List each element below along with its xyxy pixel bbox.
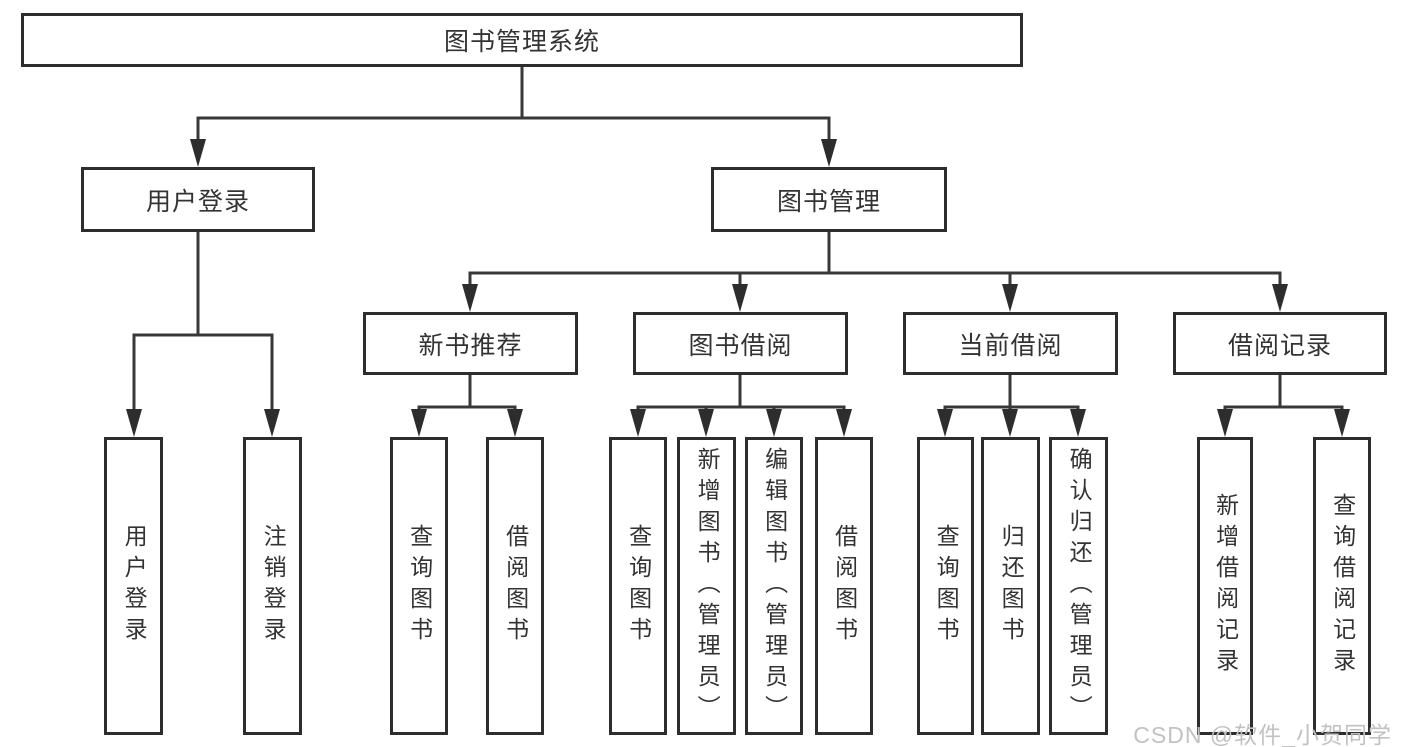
node-label: 用户登录 [121, 524, 148, 648]
leaf-user-login: 用户登录 [104, 437, 163, 735]
leaf-query-borrow-record: 查询借阅记录 [1313, 437, 1371, 735]
node-borrowing-records: 借阅记录 [1173, 312, 1387, 375]
node-label: 新增借阅记录 [1212, 493, 1239, 679]
node-user-login: 用户登录 [81, 167, 315, 232]
leaf-confirm-return-admin: 确认归还（管理员） [1049, 437, 1108, 735]
node-label: 编辑图书（管理员） [761, 446, 788, 726]
node-label: 图书管理 [776, 187, 881, 216]
node-label: 查询图书 [406, 524, 433, 648]
leaf-edit-book-admin: 编辑图书（管理员） [745, 437, 803, 735]
leaf-return-books: 归还图书 [981, 437, 1040, 735]
leaf-query-books-borrowing: 查询图书 [609, 437, 667, 735]
node-label: 新增图书（管理员） [694, 446, 721, 726]
node-label: 借阅图书 [831, 524, 858, 648]
node-label: 用户登录 [145, 187, 250, 216]
leaf-add-book-admin: 新增图书（管理员） [677, 437, 736, 735]
node-current-borrowing: 当前借阅 [903, 312, 1118, 375]
node-label: 归还图书 [998, 524, 1025, 648]
node-label: 查询图书 [625, 524, 652, 648]
node-label: 新书推荐 [418, 331, 523, 360]
leaf-borrow-books-recommend: 借阅图书 [486, 437, 544, 735]
node-book-management: 图书管理 [711, 167, 947, 232]
node-label: 查询借阅记录 [1329, 493, 1356, 679]
csdn-watermark: CSDN @软件_小贺同学 [1133, 722, 1392, 747]
node-label: 图书借阅 [688, 331, 793, 360]
node-library-management-system: 图书管理系统 [21, 13, 1023, 67]
node-label: 借阅记录 [1227, 331, 1332, 360]
node-label: 注销登录 [260, 524, 287, 648]
leaf-logout: 注销登录 [243, 437, 302, 735]
node-book-borrowing: 图书借阅 [633, 312, 848, 375]
node-label: 当前借阅 [958, 331, 1063, 360]
node-label: 图书管理系统 [443, 28, 600, 56]
leaf-query-books-current: 查询图书 [917, 437, 974, 735]
node-label: 确认归还（管理员） [1066, 446, 1093, 726]
node-label: 借阅图书 [502, 524, 529, 648]
node-new-book-recommendation: 新书推荐 [363, 312, 578, 375]
leaf-query-books-recommend: 查询图书 [390, 437, 448, 735]
leaf-add-borrow-record: 新增借阅记录 [1197, 437, 1253, 735]
node-label: 查询图书 [933, 524, 960, 648]
leaf-borrow-books-borrowing: 借阅图书 [815, 437, 873, 735]
